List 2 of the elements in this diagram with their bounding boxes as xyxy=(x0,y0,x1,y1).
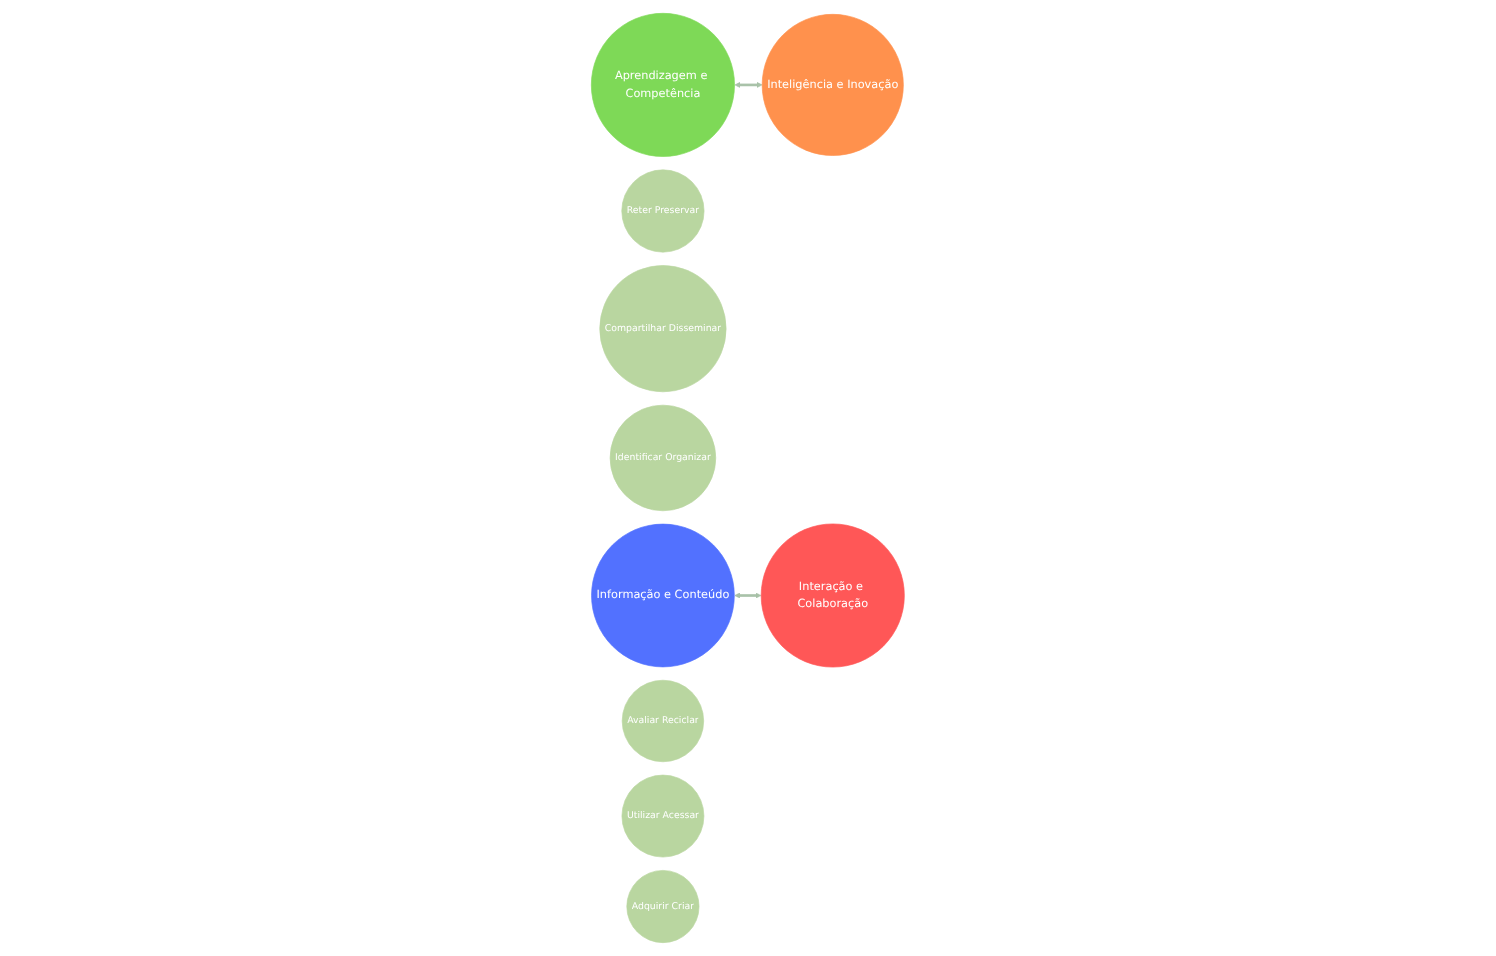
arrow xyxy=(734,82,763,88)
arrow xyxy=(734,592,762,599)
